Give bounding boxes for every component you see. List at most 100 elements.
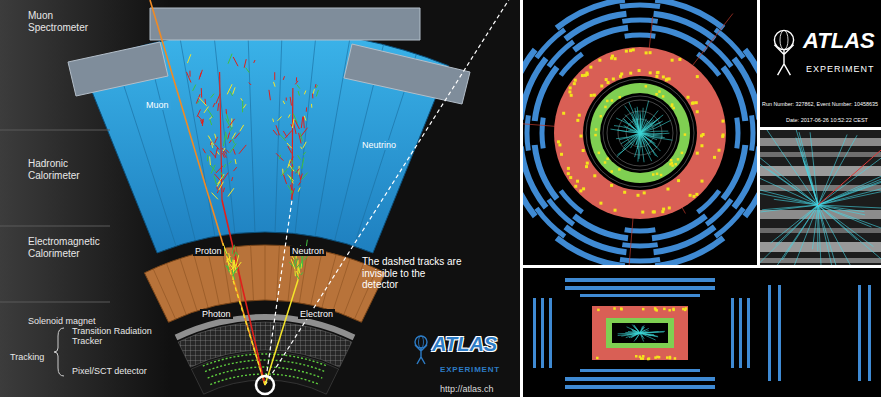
energy-cell xyxy=(593,94,596,97)
shower-segment xyxy=(273,130,277,135)
energy-cell xyxy=(656,173,659,176)
calorimeter-cell-line xyxy=(322,254,336,307)
shower-segment xyxy=(295,270,296,276)
atlas-icon xyxy=(774,30,793,75)
url-text: http://atlas.ch xyxy=(440,384,494,394)
shower-segment xyxy=(300,174,302,181)
energy-cell xyxy=(696,75,699,78)
energy-cell xyxy=(620,308,623,311)
shower-segment xyxy=(232,139,234,144)
energy-cell xyxy=(684,309,687,312)
energy-cell xyxy=(668,206,671,209)
shower-segment xyxy=(196,94,200,103)
energy-cell xyxy=(656,71,659,74)
charged-track xyxy=(640,333,658,337)
charged-track xyxy=(640,120,670,133)
charged-track xyxy=(632,325,640,333)
detector-band xyxy=(760,166,881,176)
muon-chamber xyxy=(541,298,544,368)
energy-cell xyxy=(614,57,617,60)
shower-segment xyxy=(210,151,216,158)
energy-cell xyxy=(668,309,671,312)
energy-cell xyxy=(660,174,663,177)
shower-segment xyxy=(283,76,284,80)
shower-segment xyxy=(231,257,233,261)
shower-segment xyxy=(287,143,292,148)
energy-cell xyxy=(606,100,609,103)
energy-cell xyxy=(625,50,628,53)
energy-cell xyxy=(604,161,607,164)
muon-chamber xyxy=(150,8,420,40)
ring-gap xyxy=(600,93,680,173)
shower-segment xyxy=(226,119,231,129)
charged-track xyxy=(760,205,818,212)
charged-track xyxy=(617,133,640,155)
calorimeter-cell-line xyxy=(248,30,255,232)
energy-cell xyxy=(582,149,585,152)
charged-track xyxy=(632,331,640,333)
shower-segment xyxy=(210,119,212,125)
shower-segment xyxy=(199,73,201,80)
energy-cell xyxy=(576,119,579,122)
muon-chamber xyxy=(549,298,552,368)
logo-subtitle-box: EXPERIMENT xyxy=(806,58,875,76)
energy-cell xyxy=(586,162,589,165)
charged-track xyxy=(760,182,818,205)
icon-meridian xyxy=(780,30,788,49)
shower-segment xyxy=(297,85,300,89)
muon-chamber xyxy=(706,42,731,67)
pixel-detector xyxy=(191,352,338,394)
energy-cell xyxy=(570,94,573,97)
pixel-layer xyxy=(203,354,327,366)
muon-chamber xyxy=(542,118,543,149)
shower-segment xyxy=(215,145,219,150)
energy-cell xyxy=(558,143,561,146)
shower-segment xyxy=(228,188,234,196)
panel-ground xyxy=(760,130,881,265)
shower-segment xyxy=(233,167,236,171)
muon-chamber xyxy=(655,0,723,28)
energy-cell xyxy=(579,189,582,192)
energy-cell xyxy=(658,90,661,93)
energy-cell xyxy=(701,180,704,183)
charged-track xyxy=(818,165,881,205)
muon-chamber xyxy=(557,238,625,265)
shower-segment xyxy=(240,125,244,131)
proton-track xyxy=(222,200,265,385)
atlas-icon xyxy=(415,336,427,364)
calorimeter-cell-line xyxy=(344,263,364,314)
energy-cell xyxy=(674,163,677,166)
muon-chamber xyxy=(868,285,871,381)
shower-segment xyxy=(222,148,226,154)
energy-cell xyxy=(700,144,703,147)
energy-cell xyxy=(576,180,579,183)
energy-cell xyxy=(674,357,677,360)
shower-segment xyxy=(303,117,305,128)
layer-label-box: Transition Radiation Tracker xyxy=(72,326,152,347)
charged-track xyxy=(818,205,881,208)
energy-cell xyxy=(641,211,644,214)
muon-chamber xyxy=(778,285,781,381)
energy-cell xyxy=(637,194,640,197)
charged-track xyxy=(632,113,640,133)
shower-segment xyxy=(276,153,283,160)
energy-cell xyxy=(612,77,615,80)
shower-segment xyxy=(226,109,228,114)
muon-chamber xyxy=(752,115,753,150)
muon-chamber xyxy=(858,285,861,381)
particle-label: Proton xyxy=(193,246,224,256)
shower-segment xyxy=(276,125,280,135)
layer-label: Hadronic Calorimeter xyxy=(28,158,98,181)
calorimeter-cell-line xyxy=(275,30,282,232)
shower-segment xyxy=(298,267,299,270)
shower-segment xyxy=(193,85,196,91)
energy-cell xyxy=(585,71,588,74)
muon-chamber xyxy=(715,208,743,236)
energy-cell xyxy=(692,195,695,198)
hadronic-block xyxy=(592,306,688,360)
shower-segment xyxy=(296,264,300,269)
charged-track xyxy=(640,133,652,161)
energy-cell xyxy=(560,153,563,156)
calorimeter-cell-line xyxy=(299,248,308,302)
